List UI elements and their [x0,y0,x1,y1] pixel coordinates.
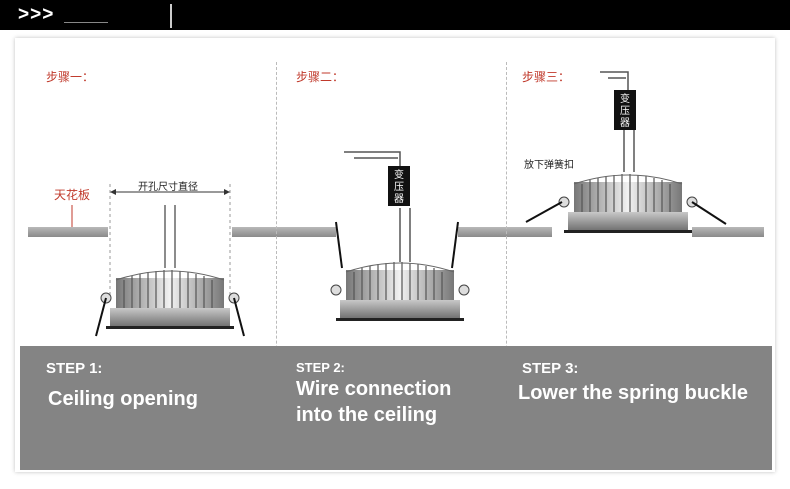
step2-title-line1: Wire connection [296,378,452,400]
step3-figure [525,71,727,234]
step2-title-line2: into the ceiling [296,404,438,426]
ceiling-board-2 [458,227,552,237]
ceiling-board-3 [692,227,764,237]
step2-figure [330,151,470,322]
step3-cn-label: 步骤三： [522,70,571,84]
header-separator [170,4,172,28]
step2-cn-label: 步骤二： [296,70,345,84]
ceiling-board-left-1 [28,227,108,237]
release-spring-label: 放下弹簧扣 [524,160,574,171]
divider-2 [506,62,507,468]
ceiling-board-1 [232,227,336,237]
transformer-box-step3: 变压器 [614,90,636,130]
ceiling-label: 天花板 [54,188,91,202]
step1-cn-label: 步骤一： [46,70,95,84]
step2-label: STEP 2: [296,360,345,375]
step3-title: Lower the spring buckle [518,382,749,404]
steps-banner [20,346,772,470]
hole-size-label: 开孔尺寸直径 [138,182,198,193]
divider-1 [276,62,277,468]
top-bar: >>> [0,0,790,30]
header-arrows: >>> [18,4,55,25]
step1-label: STEP 1: [46,360,103,377]
header-underline [64,22,108,23]
transformer-box-step2: 变压器 [388,166,410,206]
step1-title: Ceiling opening [48,388,198,410]
step1-figure [71,184,245,337]
step3-label: STEP 3: [522,360,579,377]
